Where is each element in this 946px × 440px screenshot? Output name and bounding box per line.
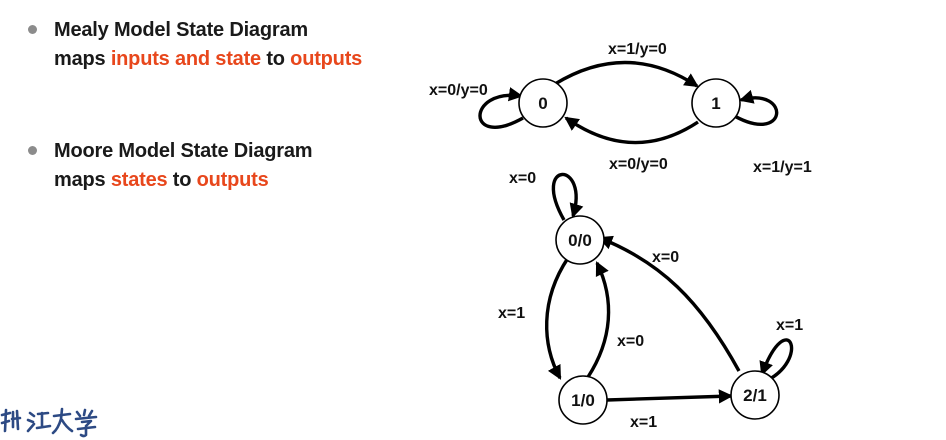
mealy-label-1-to-0: x=0/y=0	[609, 156, 668, 173]
highlight-states: states	[110, 169, 168, 191]
highlight-outputs: outputs	[290, 48, 363, 70]
mealy-state-1-label: 1	[711, 94, 720, 113]
mealy-label-self-0: x=0/y=0	[429, 82, 488, 99]
mealy-edge-1-to-0	[564, 116, 699, 145]
moore-state-0	[555, 215, 605, 265]
moore-diagram: 0/0 1/0 2/1 x=0 x=1 x=0 x=0 x=1 x=1	[498, 170, 803, 431]
bullet-moore-desc: maps states to outputs	[54, 166, 312, 195]
mealy-state-1	[691, 78, 741, 128]
moore-label-1-to-2: x=1	[630, 414, 657, 431]
moore-self-loop-2	[759, 338, 794, 384]
text-part: maps	[54, 169, 111, 191]
highlight-outputs: outputs	[196, 169, 269, 191]
text-part: to	[260, 48, 291, 70]
bullet-mealy-title: Mealy Model State Diagram	[54, 19, 308, 41]
mealy-edge-0-to-1	[554, 60, 699, 88]
moore-edge-2-to-0	[598, 235, 741, 372]
text-part: to	[167, 169, 197, 191]
moore-edge-1-to-0	[586, 261, 611, 378]
university-logo	[0, 407, 98, 438]
mealy-self-loop-1	[730, 89, 779, 127]
moore-label-2-to-0: x=0	[652, 249, 679, 266]
mealy-state-0-label: 0	[538, 94, 547, 113]
moore-state-1-label: 1/0	[571, 391, 595, 410]
moore-self-loop-0	[551, 172, 584, 221]
highlight-inputs-and-state: inputs and state	[110, 48, 261, 70]
moore-edge-1-to-2	[606, 389, 734, 404]
bullet-mealy-desc: maps inputs and state to outputs	[54, 45, 362, 74]
moore-state-2-label: 2/1	[743, 386, 767, 405]
moore-label-self-2: x=1	[776, 317, 803, 334]
moore-state-2	[730, 370, 780, 420]
mealy-state-0	[518, 78, 568, 128]
text-part: maps	[54, 48, 111, 70]
moore-label-1-to-0: x=0	[617, 333, 644, 350]
moore-label-self-0: x=0	[509, 170, 536, 187]
moore-label-0-to-1: x=1	[498, 305, 525, 322]
moore-state-1	[558, 375, 608, 425]
bullet-dot	[28, 146, 37, 155]
moore-edge-0-to-1	[545, 257, 570, 380]
mealy-diagram: 0 1 x=1/y=0 x=0/y=0 x=0/y=0 x=1/y=1	[429, 41, 812, 176]
moore-state-0-label: 0/0	[568, 231, 592, 250]
bullet-dot	[28, 25, 37, 34]
bullet-moore-title: Moore Model State Diagram	[54, 140, 313, 162]
mealy-label-0-to-1: x=1/y=0	[608, 41, 667, 58]
mealy-self-loop-0	[478, 87, 524, 129]
mealy-label-self-1: x=1/y=1	[753, 159, 812, 176]
